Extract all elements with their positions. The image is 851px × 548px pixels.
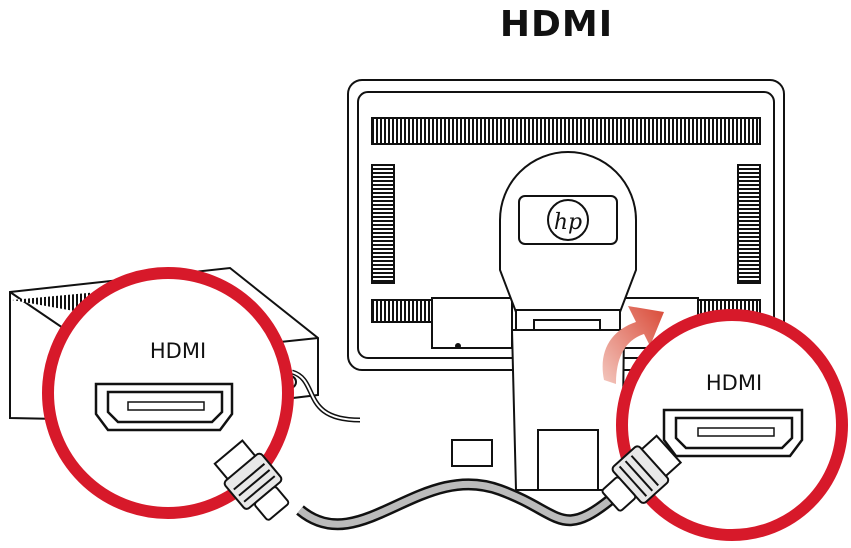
right-callout: HDMI <box>616 309 848 541</box>
left-callout-label: HDMI <box>150 339 206 363</box>
right-callout-label: HDMI <box>706 371 762 395</box>
hdmi-port-icon <box>94 382 234 432</box>
diagram-title: HDMI <box>499 4 614 45</box>
hdmi-cable-icon <box>213 434 683 531</box>
hp-logo: hp <box>518 195 618 245</box>
hp-logo-text: hp <box>554 210 582 235</box>
curved-arrow-icon <box>602 306 664 384</box>
hdmi-port-icon <box>662 408 804 458</box>
